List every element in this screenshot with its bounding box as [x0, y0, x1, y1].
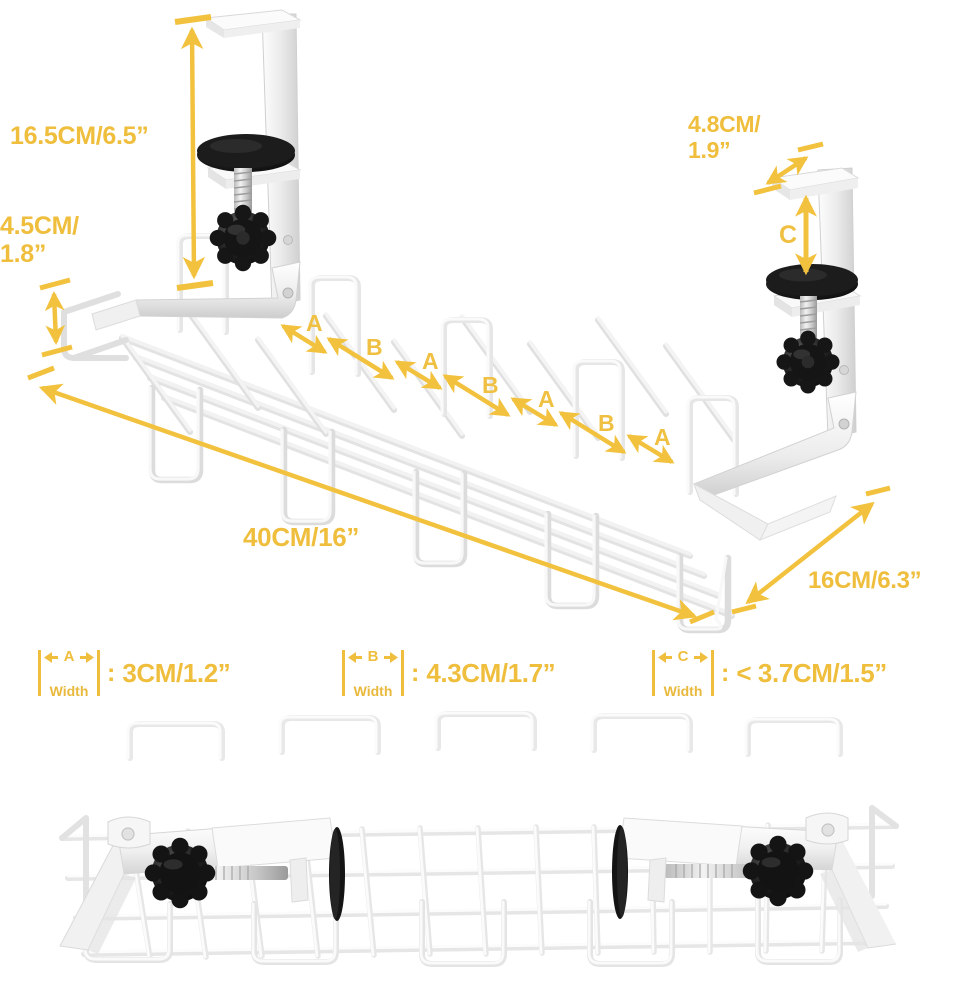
product-photo-illustration: [59, 711, 899, 967]
gap-marker-a-3: A: [538, 386, 555, 412]
dimension-label-tray-width: 16CM/6.3”: [808, 567, 922, 594]
width-bracket-icon-b: B Width: [340, 646, 406, 700]
dim-arrow-clamp-height: [174, 14, 214, 291]
dim-arrow-tray-length: [27, 365, 715, 625]
legend-letter-a: A: [63, 648, 75, 665]
legend-item-a: A Width : 3CM/1.2”: [36, 646, 231, 700]
gap-marker-b-2: B: [482, 372, 499, 398]
legend-caption-c: Width: [663, 683, 703, 699]
gap-marker-a-4: A: [654, 424, 671, 450]
arrow-right-icon: [694, 652, 708, 663]
arrow-left-icon: [44, 652, 58, 663]
arrow-left-icon: [658, 652, 672, 663]
dimension-annotation-overlay: [27, 14, 891, 625]
legend-letter-b: B: [367, 648, 379, 665]
legend-letter-c: C: [677, 648, 689, 665]
legend-caption-a: Width: [49, 683, 89, 699]
gap-marker-c: C: [779, 221, 798, 249]
dim-arrow-tray-depth: [39, 277, 73, 358]
legend-separator-b: :: [411, 658, 420, 687]
dim-arrow-clamp-jaw-width: [753, 141, 824, 196]
product-diagram-illustration: [61, 9, 862, 634]
legend-item-b: B Width : 4.3CM/1.7”: [340, 646, 556, 700]
arrow-right-icon: [384, 652, 398, 663]
arrow-left-icon: [348, 652, 362, 663]
legend-separator-c: :: [721, 658, 730, 687]
dimension-label-clamp-height: 16.5CM/6.5”: [10, 122, 149, 150]
dimension-label-tray-length: 40CM/16”: [243, 522, 360, 552]
legend-value-b: 4.3CM/1.7”: [426, 657, 556, 688]
legend-separator-a: :: [107, 658, 116, 687]
width-bracket-icon-c: C Width: [650, 646, 716, 700]
legend-value-a: 3CM/1.2”: [122, 657, 231, 688]
gap-marker-b-1: B: [366, 334, 383, 360]
gap-marker-b-3: B: [598, 410, 615, 436]
dimension-label-tray-depth: 4.5CM/ 1.8”: [0, 212, 79, 268]
gap-marker-a-1: A: [306, 310, 323, 336]
legend-item-c: C Width : < 3.7CM/1.5”: [650, 646, 887, 700]
arrow-right-icon: [80, 652, 94, 663]
legend-caption-b: Width: [353, 683, 393, 699]
gap-marker-a-2: A: [422, 348, 439, 374]
dimension-label-clamp-jaw-width: 4.8CM/ 1.9”: [688, 111, 761, 163]
width-bracket-icon-a: A Width: [36, 646, 102, 700]
dimension-legend: A Width : 3CM/1.2” B Width : 4.3CM/1.7”: [0, 644, 956, 710]
legend-value-c: < 3.7CM/1.5”: [736, 657, 887, 688]
